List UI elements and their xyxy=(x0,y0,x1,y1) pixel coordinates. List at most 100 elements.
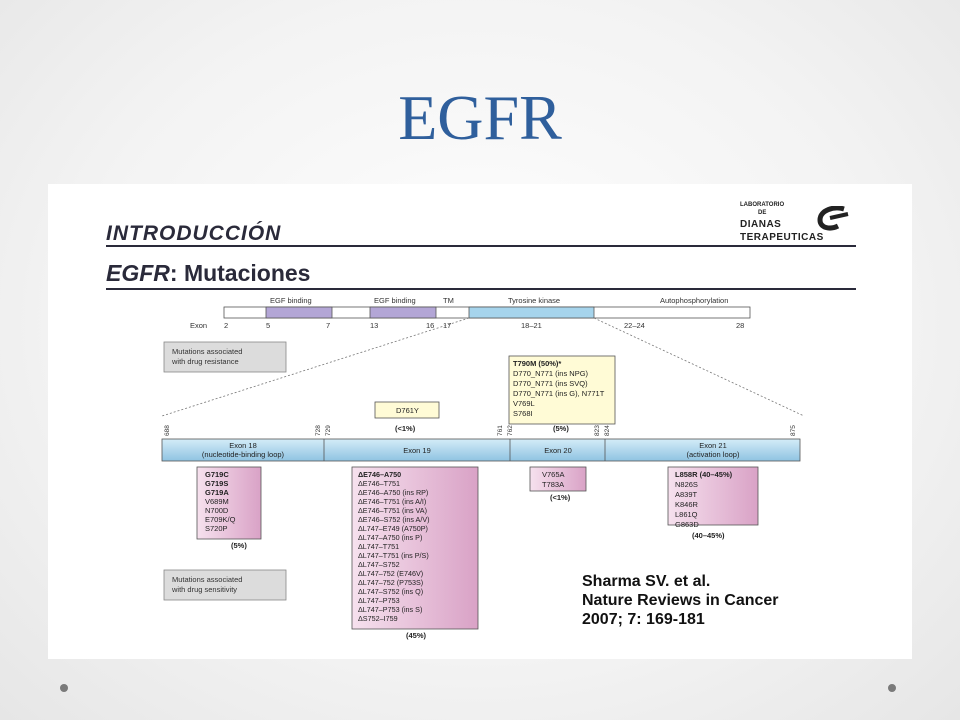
slide-bullet-right xyxy=(888,684,896,692)
tyrosine-kinase-domain xyxy=(468,306,595,319)
exon-19-mutation: ΔE746–A750 (ins RP) xyxy=(358,488,428,497)
codon-number: 688 xyxy=(164,425,171,436)
subtitle-rest: : Mutaciones xyxy=(169,260,311,286)
exon-19-mutation: ΔE746–A750 xyxy=(358,470,401,479)
exon-number: 16 xyxy=(426,321,434,330)
exon-20-mutations-box xyxy=(529,466,587,492)
domain-label-egf-2: EGF binding xyxy=(374,296,416,305)
resistance-mutation: D770_N771 (ins G), N771T xyxy=(513,389,605,398)
exon-19-mutation: ΔE746–T751 (ins VA) xyxy=(358,506,427,515)
exon-18-mutation: S720P xyxy=(205,524,228,533)
logo-line-3: DIANAS xyxy=(740,219,782,230)
exon-19-mutation: ΔL747–E749 (A750P) xyxy=(358,524,428,533)
resistance-percent: (5%) xyxy=(553,424,569,433)
domain-label-tm: TM xyxy=(443,296,454,305)
legend-sensitivity-box xyxy=(163,569,287,601)
exon-21-mutations-box xyxy=(667,466,759,526)
exon-19-mutation: ΔL747–T751 (ins P/S) xyxy=(358,551,429,560)
exon-21-mutation: A839T xyxy=(675,490,698,499)
exon-number: 22–24 xyxy=(624,321,645,330)
exon-21-mutation: L858R (40–45%) xyxy=(675,470,733,479)
resistance-mutations-box xyxy=(508,355,616,425)
exon-axis-label: Exon xyxy=(190,321,207,330)
codon-number: 875 xyxy=(790,425,797,436)
exon-18-mutation: G719S xyxy=(205,479,228,488)
resistance-mutation: S768I xyxy=(513,409,533,418)
exon-number: 5 xyxy=(266,321,270,330)
d761y-percent: (<1%) xyxy=(395,424,416,433)
exon-19-mutation: ΔL747–752 (P753S) xyxy=(358,578,423,587)
exon-19-mutation: ΔL747–752 (E746V) xyxy=(358,569,423,578)
exon-19-percent: (45%) xyxy=(406,631,427,640)
domain-label-tk: Tyrosine kinase xyxy=(508,296,560,305)
domain-label-autophosphorylation: Autophosphorylation xyxy=(660,296,728,305)
codon-number: 729 xyxy=(325,425,332,436)
exon-19-mutation: ΔL747–T751 xyxy=(358,542,399,551)
slide-title: EGFR xyxy=(398,82,562,153)
logo-mark-icon xyxy=(817,206,849,231)
citation: Sharma SV. et al. Nature Reviews in Canc… xyxy=(582,572,779,629)
citation-year: 2007; 7: 169-181 xyxy=(582,611,705,628)
exon-20-percent: (<1%) xyxy=(550,493,571,502)
subtitle-gene: EGFR xyxy=(106,260,170,286)
legend-sensitivity-line-2: with drug sensitivity xyxy=(171,585,237,594)
exon-19-mutation: ΔL747–A750 (ins P) xyxy=(358,533,422,542)
exon-18-mutation: N700D xyxy=(205,506,229,515)
exon-number: 17 xyxy=(443,321,451,330)
exon-18-mutations-box xyxy=(196,466,262,540)
citation-journal: Nature Reviews in Cancer xyxy=(582,592,779,609)
exon-18-mutation: V689M xyxy=(205,497,229,506)
codon-number: 761 xyxy=(497,425,504,436)
exon-number: 2 xyxy=(224,321,228,330)
exon-21-label: Exon 21 xyxy=(699,441,727,450)
exon-19-mutation: ΔE746–T751 xyxy=(358,479,400,488)
resistance-mutation: D770_N771 (ins SVQ) xyxy=(513,379,588,388)
egf-binding-domain-1 xyxy=(265,306,333,319)
exon-21-mutation: G863D xyxy=(675,520,699,529)
exon-20-label: Exon 20 xyxy=(544,446,572,455)
logo-line-2: DE xyxy=(758,210,767,216)
subtitle-rule xyxy=(106,288,856,290)
logo-line-4: TERAPEUTICAS xyxy=(740,232,824,243)
exon-19-mutation: ΔE746–T751 (ins A/I) xyxy=(358,497,426,506)
exon-number: 18–21 xyxy=(521,321,542,330)
exon-21-mutation: L861Q xyxy=(675,510,698,519)
d761y-box xyxy=(374,401,440,419)
exon-18-mutation: G719C xyxy=(205,470,229,479)
exon-19-label: Exon 19 xyxy=(403,446,431,455)
domain-label-egf-1: EGF binding xyxy=(270,296,312,305)
exon-21-mutation: N826S xyxy=(675,480,698,489)
codon-number: 762 xyxy=(507,425,514,436)
resistance-mutation: D770_N771 (ins NPG) xyxy=(513,369,589,378)
exon-19-mutations-box xyxy=(351,466,479,630)
logo-line-1: LABORATORIO xyxy=(740,202,785,208)
resistance-mutation: V769L xyxy=(513,399,535,408)
codon-number: 823 xyxy=(594,425,601,436)
exon-21-sublabel: (activation loop) xyxy=(687,450,740,459)
citation-authors: Sharma SV. et al. xyxy=(582,573,711,590)
exon-bar xyxy=(161,438,801,462)
exon-19-mutation: ΔL747–S752 (ins Q) xyxy=(358,587,423,596)
exon-18-percent: (5%) xyxy=(231,541,247,550)
resistance-mutation: T790M (50%)* xyxy=(513,359,561,368)
exon-number: 7 xyxy=(326,321,330,330)
exon-18-mutation: G719A xyxy=(205,488,229,497)
exon-18-mutation: E709K/Q xyxy=(205,515,236,524)
codon-number: 728 xyxy=(315,425,322,436)
exon-19-mutation: ΔL747–P753 (ins S) xyxy=(358,605,422,614)
legend-resistance-line-1: Mutations associated xyxy=(172,347,242,356)
slide-bullet-left xyxy=(60,684,68,692)
legend-resistance-line-2: with drug resistance xyxy=(171,357,239,366)
exon-19-mutation: ΔE746–S752 (ins A/V) xyxy=(358,515,430,524)
exon-20-mutation: T783A xyxy=(542,480,564,489)
section-heading: INTRODUCCIÓN xyxy=(106,222,282,245)
d761y-mutation: D761Y xyxy=(396,406,419,415)
exon-19-mutation: ΔL747–S752 xyxy=(358,560,400,569)
legend-resistance-box xyxy=(163,341,287,373)
exon-21-mutation: K846R xyxy=(675,500,699,509)
lab-logo: LABORATORIO DE DIANAS TERAPEUTICAS xyxy=(740,202,864,246)
exon-18-label: Exon 18 xyxy=(229,441,257,450)
exon-number: 28 xyxy=(736,321,744,330)
figure-panel: INTRODUCCIÓN EGFR: Mutaciones LABORATORI… xyxy=(48,184,912,659)
exon-19-mutation: ΔS752–I759 xyxy=(358,614,398,623)
